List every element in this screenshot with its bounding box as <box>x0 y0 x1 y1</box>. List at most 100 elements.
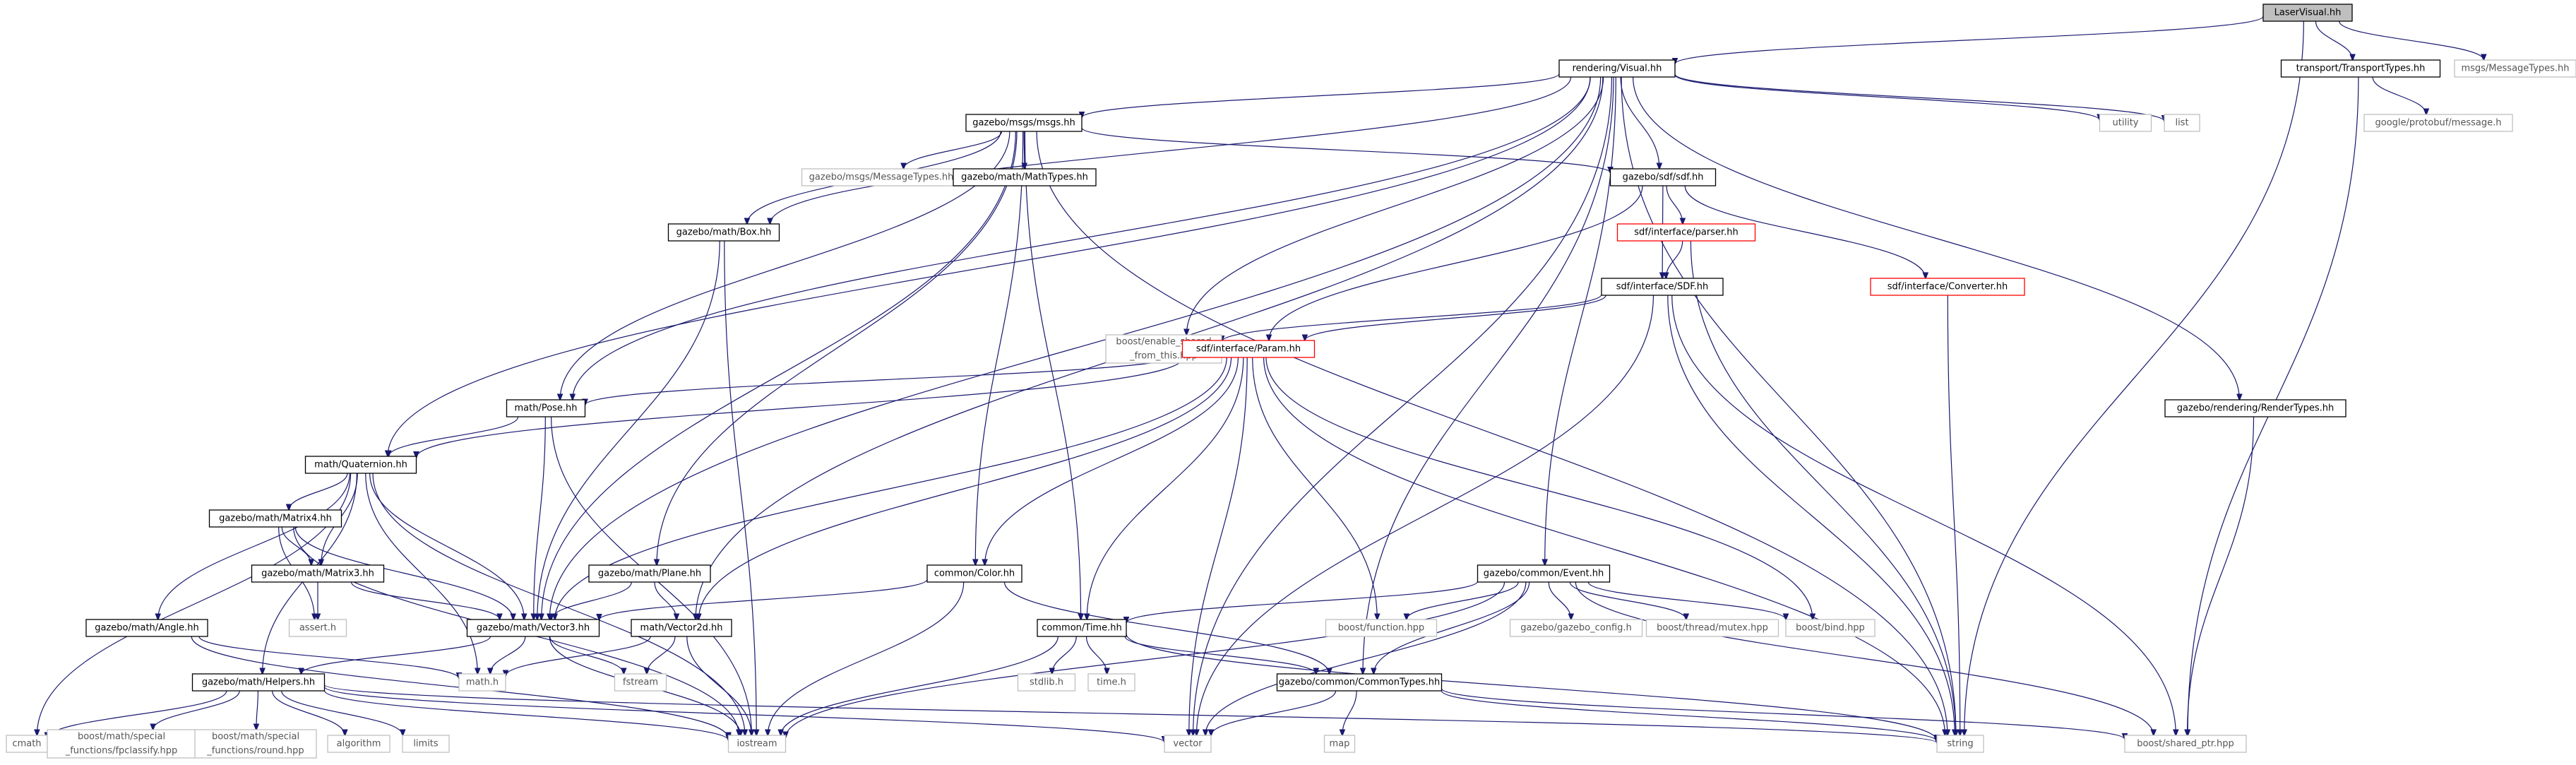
edge-rendertypes-to-sharedptr <box>2188 416 2255 735</box>
edge-laservisual-to-string <box>1964 20 2304 735</box>
node-vector3[interactable]: gazebo/math/Vector3.hh <box>466 619 600 637</box>
node-color[interactable]: common/Color.hh <box>926 564 1022 583</box>
node-mathh[interactable]: math.h <box>458 673 506 692</box>
node-box <box>614 673 667 692</box>
node-label: gazebo/rendering/RenderTypes.hh <box>2177 403 2334 414</box>
node-protobuf[interactable]: google/protobuf/message.h <box>2363 114 2513 132</box>
node-sdfint[interactable]: sdf/interface/SDF.hh <box>1601 278 1724 296</box>
edge-converter-to-string <box>1947 295 1960 735</box>
node-quaternion[interactable]: math/Quaternion.hh <box>304 456 417 474</box>
node-label: gazebo/gazebo_config.h <box>1520 623 1632 634</box>
edge-visual-to-msgs <box>1082 73 1560 118</box>
node-box <box>1785 619 1876 637</box>
node-msgstypes_top[interactable]: msgs/MessageTypes.hh <box>2454 59 2576 78</box>
edge-matrix3-to-vector3 <box>350 581 500 619</box>
node-sharedptr[interactable]: boost/shared_ptr.hpp <box>2124 735 2247 753</box>
edge-sdfint-to-param <box>1305 295 1606 340</box>
node-string[interactable]: string <box>1936 735 1984 753</box>
node-box <box>667 223 780 242</box>
node-commontypes[interactable]: gazebo/common/CommonTypes.hh <box>1276 673 1443 692</box>
node-box <box>506 399 586 417</box>
node-iostream[interactable]: iostream <box>727 735 787 753</box>
node-angle[interactable]: gazebo/math/Angle.hh <box>85 619 208 637</box>
node-mathtypes[interactable]: gazebo/math/MathTypes.hh <box>953 168 1097 186</box>
node-box <box>1645 619 1779 637</box>
node-vector[interactable]: vector <box>1164 735 1212 753</box>
node-gazeboconfig[interactable]: gazebo/gazebo_config.h <box>1509 619 1643 637</box>
edge-event-to-sharedptr <box>1575 581 2153 735</box>
node-list[interactable]: list <box>2164 114 2200 132</box>
edge-pose-to-vector3 <box>534 416 546 619</box>
edge-visual-to-sdf <box>1620 76 1659 169</box>
edge-box-to-vector3 <box>537 240 720 619</box>
node-transporttypes[interactable]: transport/TransportTypes.hh <box>2280 59 2441 78</box>
node-fstream[interactable]: fstream <box>614 673 667 692</box>
node-box <box>1609 168 1717 186</box>
node-box <box>466 619 600 637</box>
node-cmath[interactable]: cmath <box>6 735 48 753</box>
node-box <box>251 564 385 583</box>
edge-sdf-to-param <box>1269 185 1643 340</box>
node-label: stdlib.h <box>1030 677 1063 688</box>
node-label: LaserVisual.hh <box>2274 8 2342 18</box>
node-box <box>1087 673 1135 692</box>
edge-laservisual-to-msgstypes_top <box>2339 20 2484 60</box>
node-msgs[interactable]: gazebo/msgs/msgs.hh <box>965 114 1083 132</box>
node-box[interactable]: gazebo/math/Box.hh <box>667 223 780 242</box>
node-box <box>2164 114 2200 132</box>
node-round[interactable]: boost/math/special_functions/round.hpp <box>194 729 317 759</box>
node-time[interactable]: common/Time.hh <box>1037 619 1127 637</box>
node-label: math.h <box>466 677 499 688</box>
node-sdf[interactable]: gazebo/sdf/sdf.hh <box>1609 168 1717 186</box>
node-algorithm[interactable]: algorithm <box>327 735 390 753</box>
node-vector2d[interactable]: math/Vector2d.hh <box>631 619 732 637</box>
node-box <box>85 619 208 637</box>
node-event[interactable]: gazebo/common/Event.hh <box>1477 564 1611 583</box>
node-label: _functions/fpclassify.hpp <box>65 746 178 757</box>
node-matrix4[interactable]: gazebo/math/Matrix4.hh <box>208 509 342 528</box>
edge-event-to-commontypes <box>1373 581 1530 674</box>
node-label: fstream <box>623 677 658 688</box>
node-laservisual[interactable]: LaserVisual.hh <box>2262 4 2353 22</box>
edge-vector3-to-mathh <box>490 636 526 674</box>
node-box <box>2124 735 2247 753</box>
node-helpers[interactable]: gazebo/math/Helpers.hh <box>191 673 326 692</box>
node-rendertypes[interactable]: gazebo/rendering/RenderTypes.hh <box>2164 399 2347 417</box>
node-label: boost/thread/mutex.hpp <box>1657 623 1768 634</box>
node-matrix3[interactable]: gazebo/math/Matrix3.hh <box>251 564 385 583</box>
node-utility[interactable]: utility <box>2099 114 2152 132</box>
edge-sdf-to-parser <box>1666 185 1683 224</box>
node-mutex[interactable]: boost/thread/mutex.hpp <box>1645 619 1779 637</box>
node-limits[interactable]: limits <box>402 735 450 753</box>
node-pose[interactable]: math/Pose.hh <box>506 399 586 417</box>
node-plane[interactable]: gazebo/math/Plane.hh <box>588 564 711 583</box>
node-msgtypes[interactable]: gazebo/msgs/MessageTypes.hh <box>801 168 962 186</box>
node-timeh[interactable]: time.h <box>1087 673 1135 692</box>
node-visual[interactable]: rendering/Visual.hh <box>1558 59 1676 78</box>
node-box <box>288 619 347 637</box>
node-stdlib[interactable]: stdlib.h <box>1017 673 1076 692</box>
node-parser[interactable]: sdf/interface/parser.hh <box>1616 223 1756 242</box>
node-box <box>727 735 787 753</box>
edge-commontypes-to-map <box>1342 690 1357 735</box>
node-label: transport/TransportTypes.hh <box>2296 64 2426 74</box>
edge-param-to-pose <box>585 354 1183 405</box>
edge-visual-to-string <box>1621 76 1956 735</box>
edge-commontypes-to-string <box>1441 690 1938 742</box>
node-converter[interactable]: sdf/interface/Converter.hh <box>1870 278 2025 296</box>
node-label: gazebo/sdf/sdf.hh <box>1623 172 1704 183</box>
edge-color-to-vector3 <box>600 579 928 619</box>
node-function[interactable]: boost/function.hpp <box>1325 619 1438 637</box>
node-box <box>965 114 1083 132</box>
edge-visual-to-vector <box>1193 76 1612 735</box>
node-box <box>191 673 326 692</box>
node-fpclassify[interactable]: boost/math/special_functions/fpclassify.… <box>47 729 196 759</box>
edge-quaternion-to-angle <box>158 473 350 619</box>
node-box <box>1017 673 1076 692</box>
edge-vector3-to-helpers <box>302 636 491 674</box>
node-label: limits <box>413 739 439 749</box>
node-bind[interactable]: boost/bind.hpp <box>1785 619 1876 637</box>
node-map[interactable]: map <box>1323 735 1356 753</box>
node-param[interactable]: sdf/interface/Param.hh <box>1181 340 1316 358</box>
node-assert[interactable]: assert.h <box>288 619 347 637</box>
